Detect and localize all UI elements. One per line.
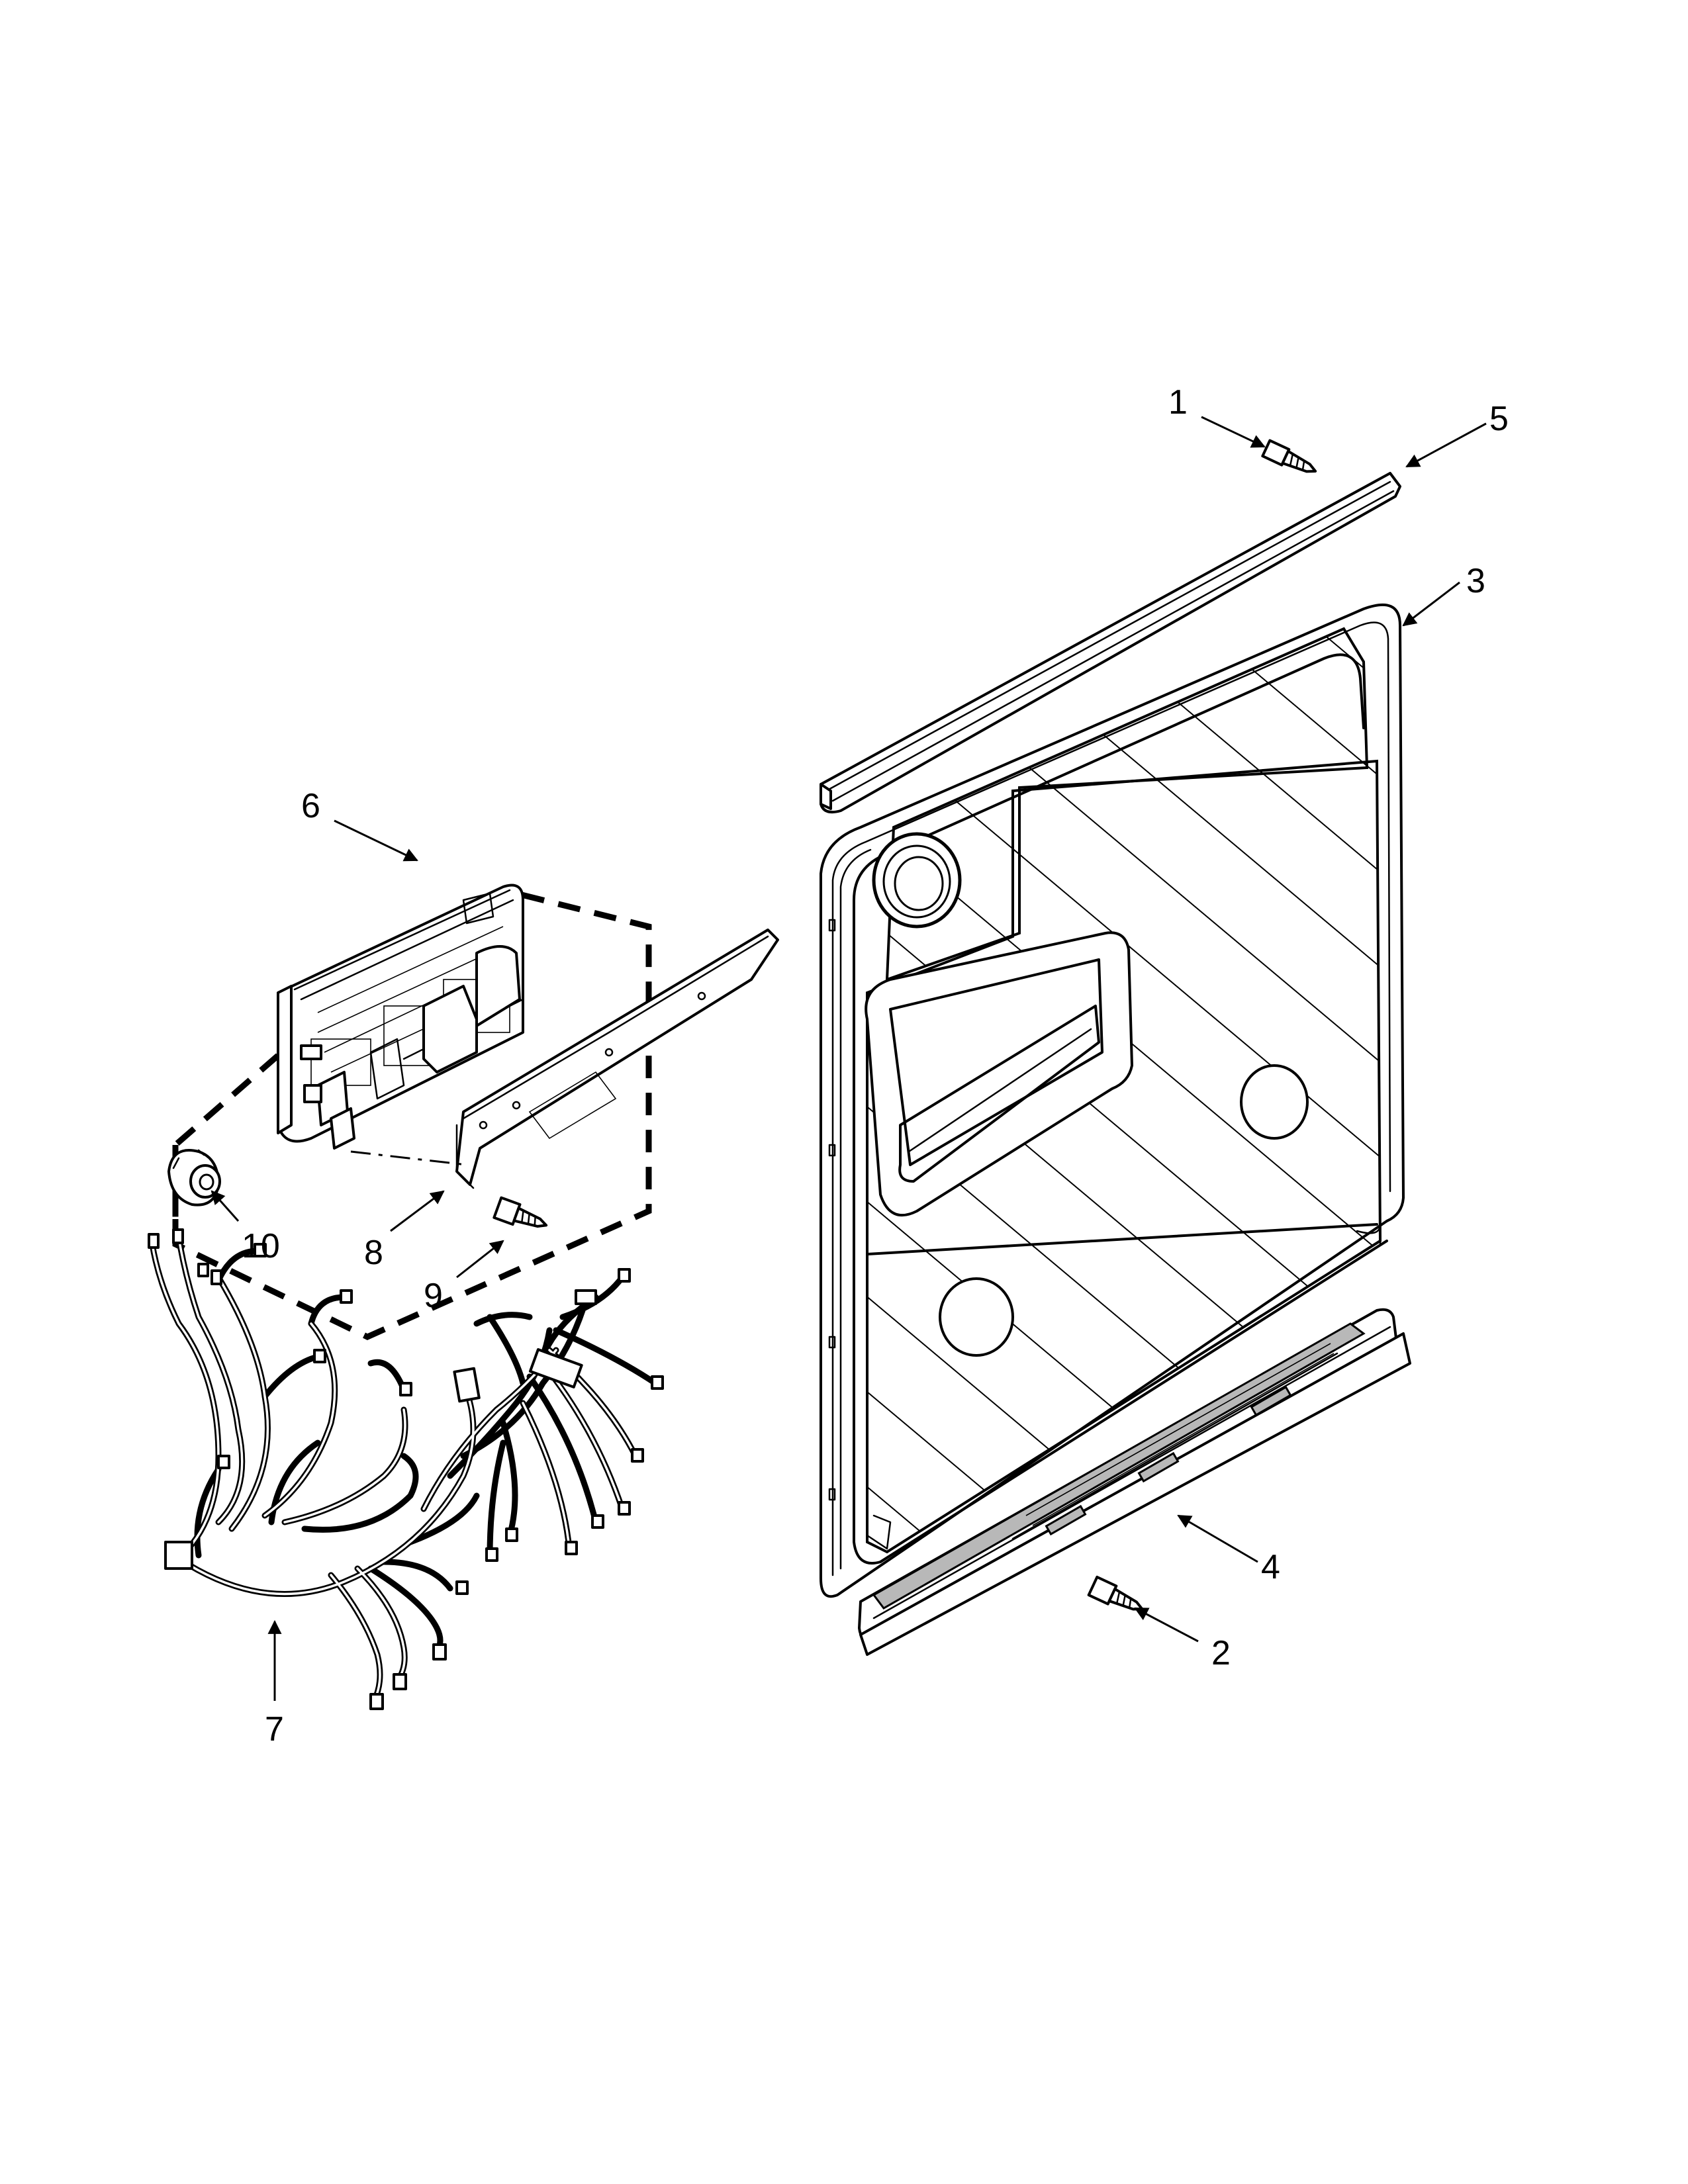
callout-arrows [211, 416, 1487, 1701]
arrow-8 [390, 1190, 445, 1232]
callout-1: 1 [1168, 383, 1188, 422]
callout-4: 4 [1261, 1548, 1280, 1586]
callout-5: 5 [1489, 400, 1509, 438]
callout-3: 3 [1466, 562, 1485, 600]
panel-circle-lower [939, 1277, 1014, 1357]
callout-6: 6 [301, 787, 320, 825]
wire-harness [148, 1228, 664, 1710]
callout-numbers: 1 5 3 4 2 6 10 8 9 7 [242, 383, 1509, 1749]
gasket-plate-8 [350, 929, 779, 1189]
callout-8: 8 [364, 1234, 383, 1272]
arrow-10 [211, 1190, 240, 1222]
screw-2 [1087, 1575, 1144, 1611]
bottom-trim [858, 1308, 1411, 1656]
knob-10 [167, 1149, 221, 1206]
vent-circle [872, 832, 962, 929]
control-board-assembly [172, 884, 652, 1340]
inner-door-panel [820, 603, 1405, 1598]
callout-9: 9 [424, 1277, 443, 1315]
callout-10: 10 [242, 1227, 280, 1265]
arrow-3 [1402, 581, 1460, 627]
screw-1 [1261, 439, 1317, 473]
arrow-9 [456, 1240, 504, 1279]
top-trim-strip [820, 472, 1401, 813]
arrow-2 [1134, 1607, 1199, 1643]
arrow-4 [1177, 1514, 1258, 1563]
arrow-1 [1201, 416, 1266, 448]
screw-9 [492, 1196, 548, 1228]
callout-2: 2 [1211, 1634, 1231, 1672]
arrow-5 [1405, 422, 1487, 468]
arrow-6 [334, 819, 418, 862]
dispenser-opening [865, 931, 1133, 1217]
panel-circle-right [1240, 1064, 1309, 1140]
callout-7: 7 [265, 1710, 284, 1749]
